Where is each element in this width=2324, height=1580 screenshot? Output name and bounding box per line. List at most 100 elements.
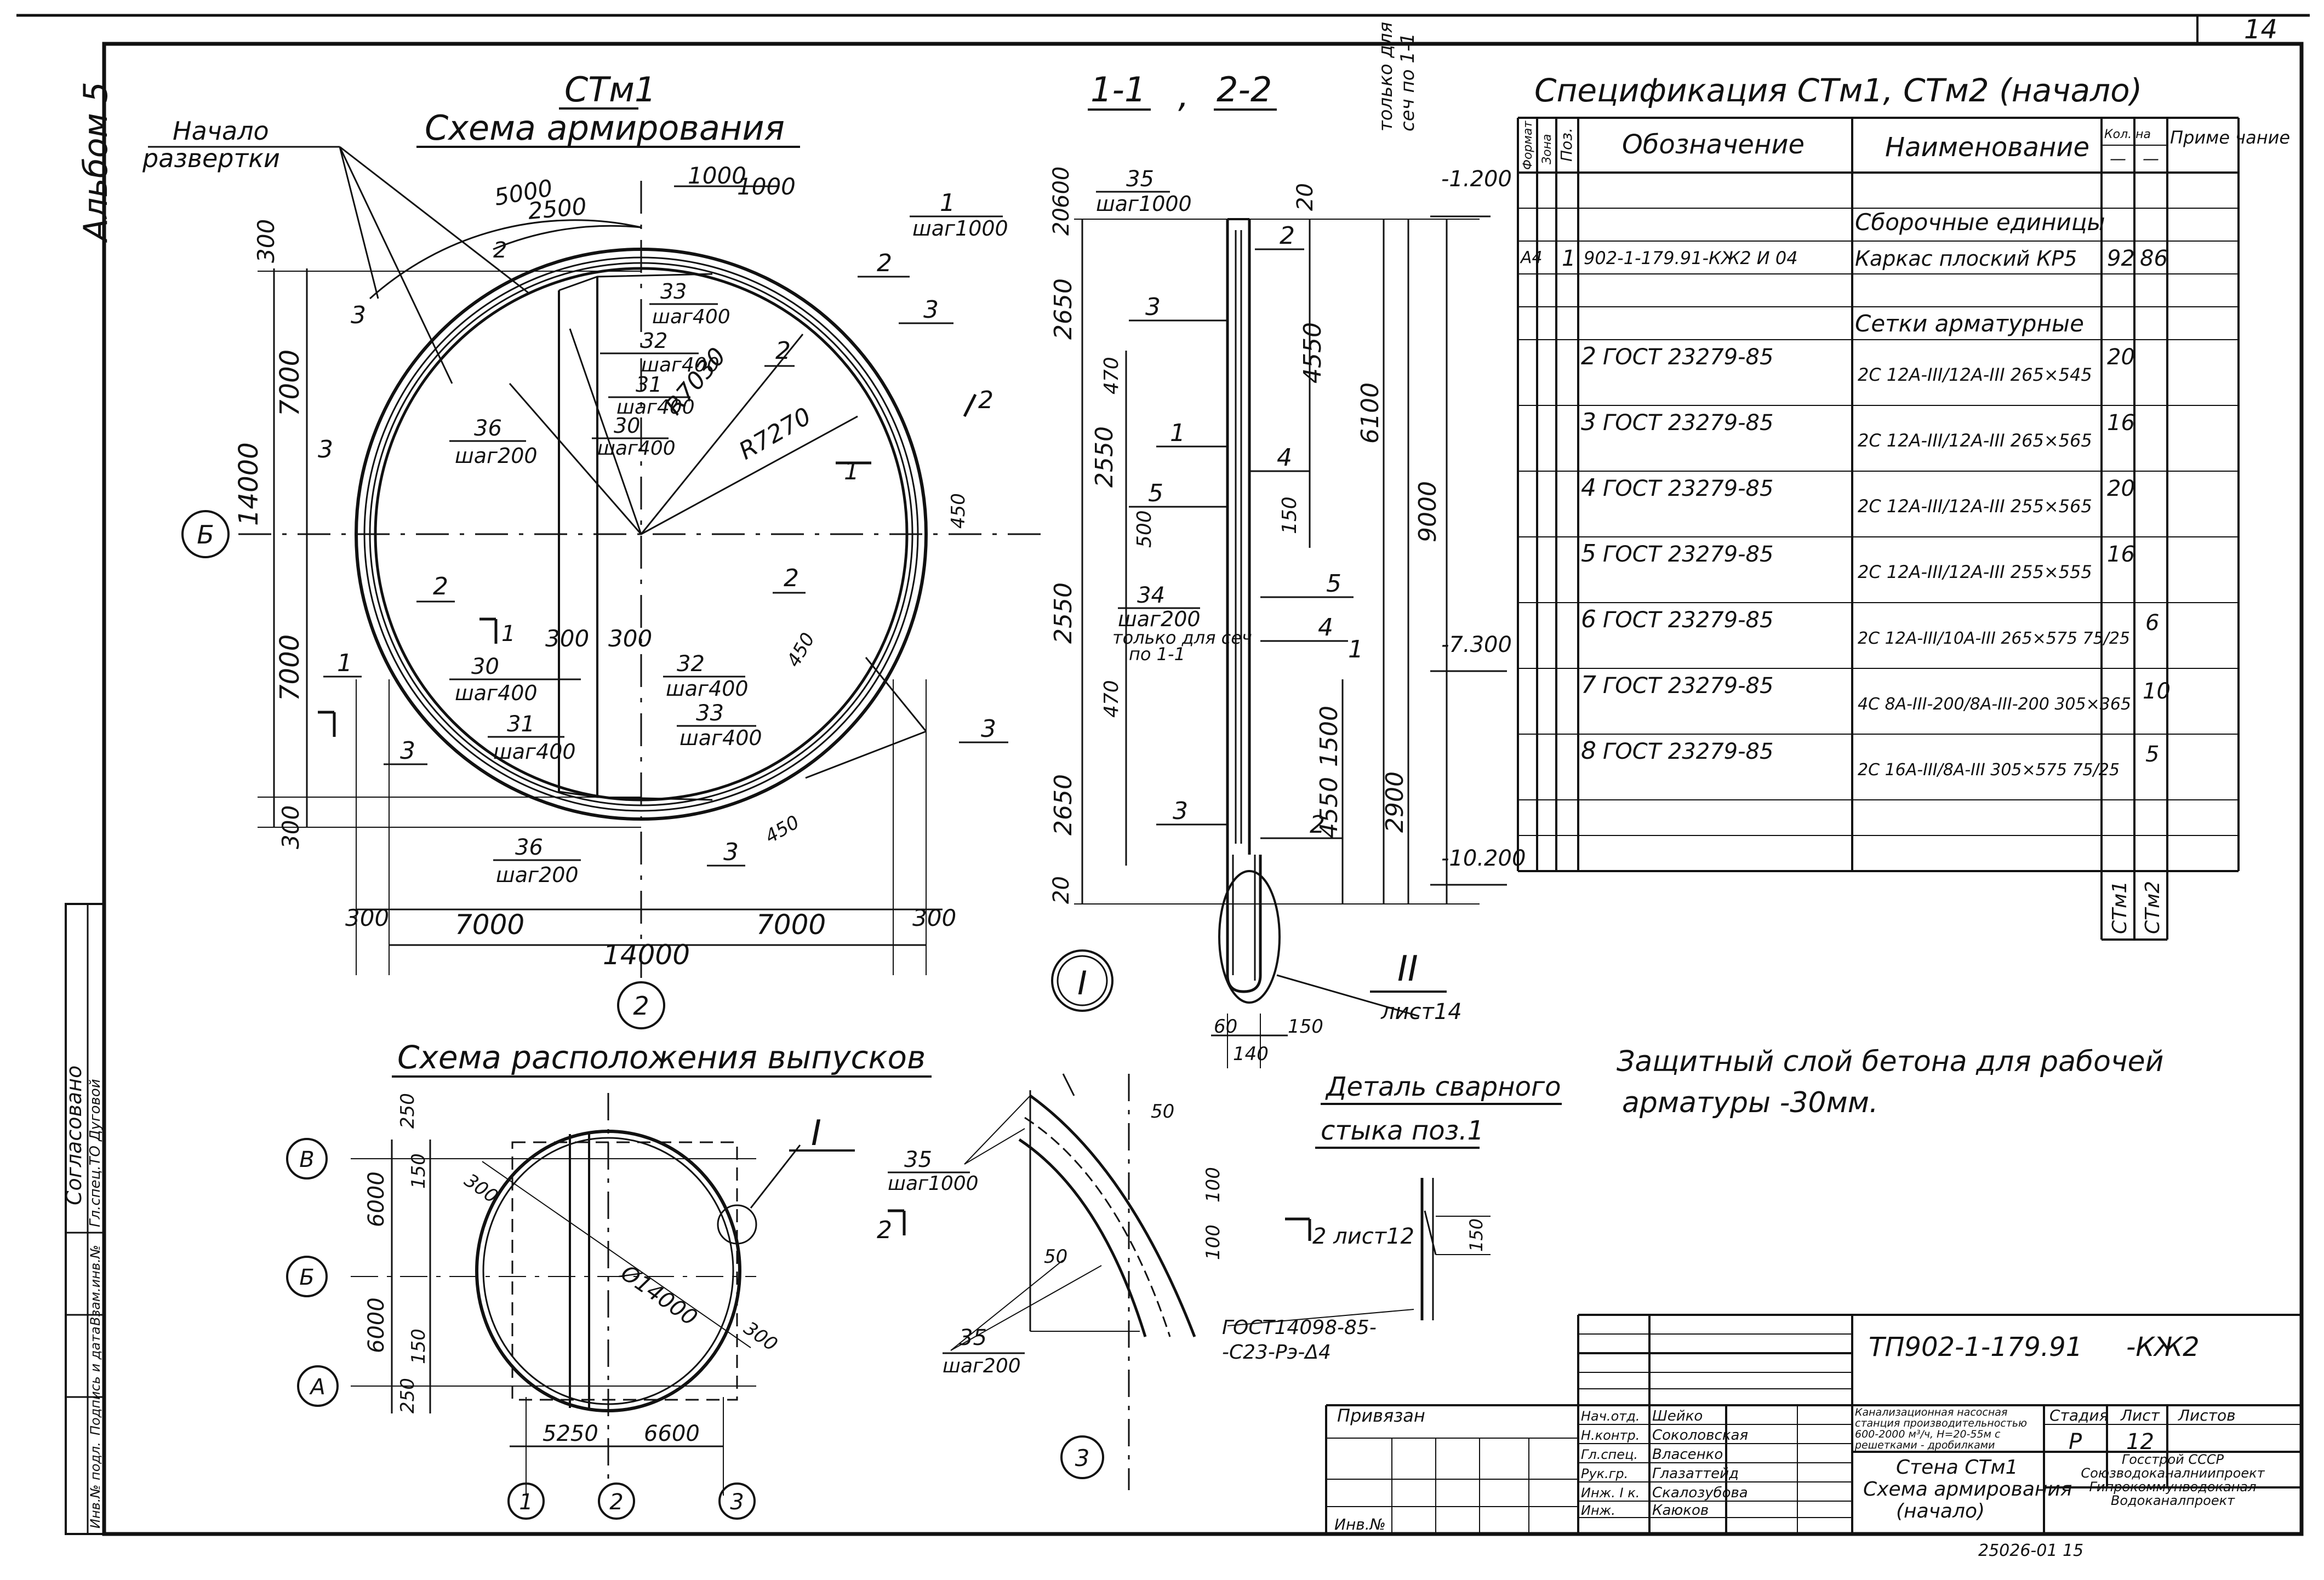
dim-label: 1000 [688,162,746,189]
tag-step: шаг200 [455,444,538,468]
spec-cell-designation: ГОСТ 23279-85 [1603,410,1773,436]
spec-cell-designation: ГОСТ 23279-85 [1603,673,1773,699]
spec-row: 4 ГОСТ 23279-85 2С 12А-III/12А-III 255×5… [1581,474,2135,517]
project-name-box: Канализационная насосная станция произво… [1855,1407,2027,1451]
spec-row: 6 ГОСТ 23279-85 2С 12А-III/10А-III 265×5… [1581,605,2159,648]
spec-cell-pos: 6 [1581,605,1596,633]
dim-label: 100 [1202,1224,1224,1260]
dim-label: 6100 [1356,382,1384,444]
dim-label: Ø14000 [615,1260,702,1331]
stage-value: Р [2069,1429,2082,1455]
section-note: сеч по 1-1 [1397,33,1419,131]
dim-label: 6000 [364,1297,389,1353]
dim-label: 7000 [275,350,305,416]
svg-text:Б: Б [197,520,214,549]
section-mark-2: 2 [877,1216,892,1244]
title-block: ТП902-1-179.91 -КЖ2 Привязан Инв.№ Нач.о… [1325,1314,2302,1560]
weld-detail: Деталь сварного стыка поз.1 2 лист12 150… [1222,1072,1562,1364]
position-label: 3 [1145,293,1161,321]
position-label: 2 [1280,222,1295,250]
staff-name: Каюков [1652,1502,1709,1519]
specification-table: Спецификация СТм1, СТм2 (начало) [1517,72,2290,941]
spec-header-format: Формат [1521,121,1535,170]
tag-position: 33 [696,701,724,726]
spec-cell-name: Каркас плоский КР5 [1855,247,2077,271]
svg-text:I: I [1077,964,1087,1003]
staff-role: Инж. [1581,1503,1615,1518]
dim-label: 2900 [1381,771,1409,833]
spec-cell-name: 2С 12А-III/10А-III 265×575 75/25 [1858,629,2130,648]
dim-label: 7000 [455,909,524,941]
spec-header-qty-b: — [2143,150,2159,169]
side-stamp-entry: Гл.спец.ТО Дуговой [87,1079,104,1227]
tag-note: только для сеч [1112,627,1252,648]
dim-label: 14000 [603,939,690,971]
album-label: Альбом 5 [77,82,115,243]
dim-label: 500 [1133,510,1156,548]
svg-text:1: 1 [501,621,515,646]
dim-label: 2550 [1049,582,1077,644]
rebar-tag: 32 шаг400 [663,651,749,701]
dim-label: 14000 [233,442,264,526]
inv-label: Инв.№ [1334,1515,1386,1533]
spec-cell-name: Сетки арматурные [1855,310,2084,337]
spec-cell-qty: 5 [2145,742,2159,767]
spec-row: 5 ГОСТ 23279-85 2С 12А-III/12А-III 255×5… [1581,540,2135,582]
tag-position: 31 [636,373,662,397]
staff-name: Шейко [1652,1408,1703,1424]
dim-label: 7000 [756,909,826,941]
tag-step: шаг400 [680,726,762,750]
dim-label: 470 [1100,357,1123,394]
dim-label: 6000 [364,1171,389,1227]
spec-cell-qty: 16 [2107,542,2135,567]
sheet-value: 12 [2126,1429,2154,1455]
scheme-subtitle: Схема армирования [425,108,785,148]
svg-text:2: 2 [609,1490,623,1515]
spec-row: Сетки арматурные [1855,310,2084,337]
spec-row: 7 ГОСТ 23279-85 4С 8А-III-200/8А-III-200… [1581,671,2171,714]
position-label: 2 [775,337,791,365]
tag-position: 36 [515,835,543,860]
dim-label: 140 [1233,1043,1269,1065]
dim-label: 300 [345,905,389,931]
level-mark: -7.300 [1441,632,1512,657]
side-stamp: Согласовано Гл.спец.ТО Дуговой Инв.№ под… [62,903,105,1535]
stage-header: Стадия [2049,1406,2108,1424]
tag-step: шаг400 [652,306,730,328]
spec-header-zone: Зона [1540,134,1554,164]
position-label: 4 [1277,444,1292,472]
staff-name: Власенко [1652,1446,1723,1463]
dim-label: 150 [1466,1218,1487,1252]
sheet-ref: лист14 [1380,999,1462,1024]
spec-cell-designation: ГОСТ 23279-85 [1603,542,1773,567]
sheets-header: Листов [2178,1406,2236,1424]
spec-header-name: Наименование [1885,132,2089,163]
svg-text:3: 3 [1075,1445,1090,1472]
side-stamp-entry: Взам.инв.№ [88,1245,103,1326]
weld-gost: -С23-Рэ-Δ4 [1222,1341,1331,1364]
tag-step: шаг400 [455,681,538,705]
rebar-tag: 33 шаг400 [649,279,730,328]
position-label: 1 [1348,636,1363,663]
bound-label: Привязан [1337,1405,1425,1426]
section-mark-1: 1 [318,617,515,737]
position-label: 3 [981,715,996,743]
rebar-tag: 36 шаг200 [449,416,538,468]
dim-label: 20 [1049,876,1074,904]
concrete-cover-note: Защитный слой бетона для рабочей [1617,1045,2163,1078]
tag-position: 34 [1137,583,1165,608]
dim-label: 450 [762,811,803,848]
spec-cell-name: 2С 12А-III/12А-III 255×555 [1858,562,2092,582]
dim-label: 50 [1044,1246,1067,1268]
sheet-header: Лист [2120,1406,2160,1424]
dim-label: 100 [1202,1167,1224,1203]
sheet-name: Схема армирования [1863,1478,2072,1501]
tag-note: по 1-1 [1129,644,1185,665]
doc-code: ТП902-1-179.91 [1869,1332,2082,1363]
position-label: 2 [493,238,507,263]
tag-step: шаг200 [1118,607,1201,631]
dim-label: 20 [1293,183,1318,211]
dim-label: 300 [545,625,589,652]
sheet-name: Стена СТм1 [1896,1456,2018,1479]
